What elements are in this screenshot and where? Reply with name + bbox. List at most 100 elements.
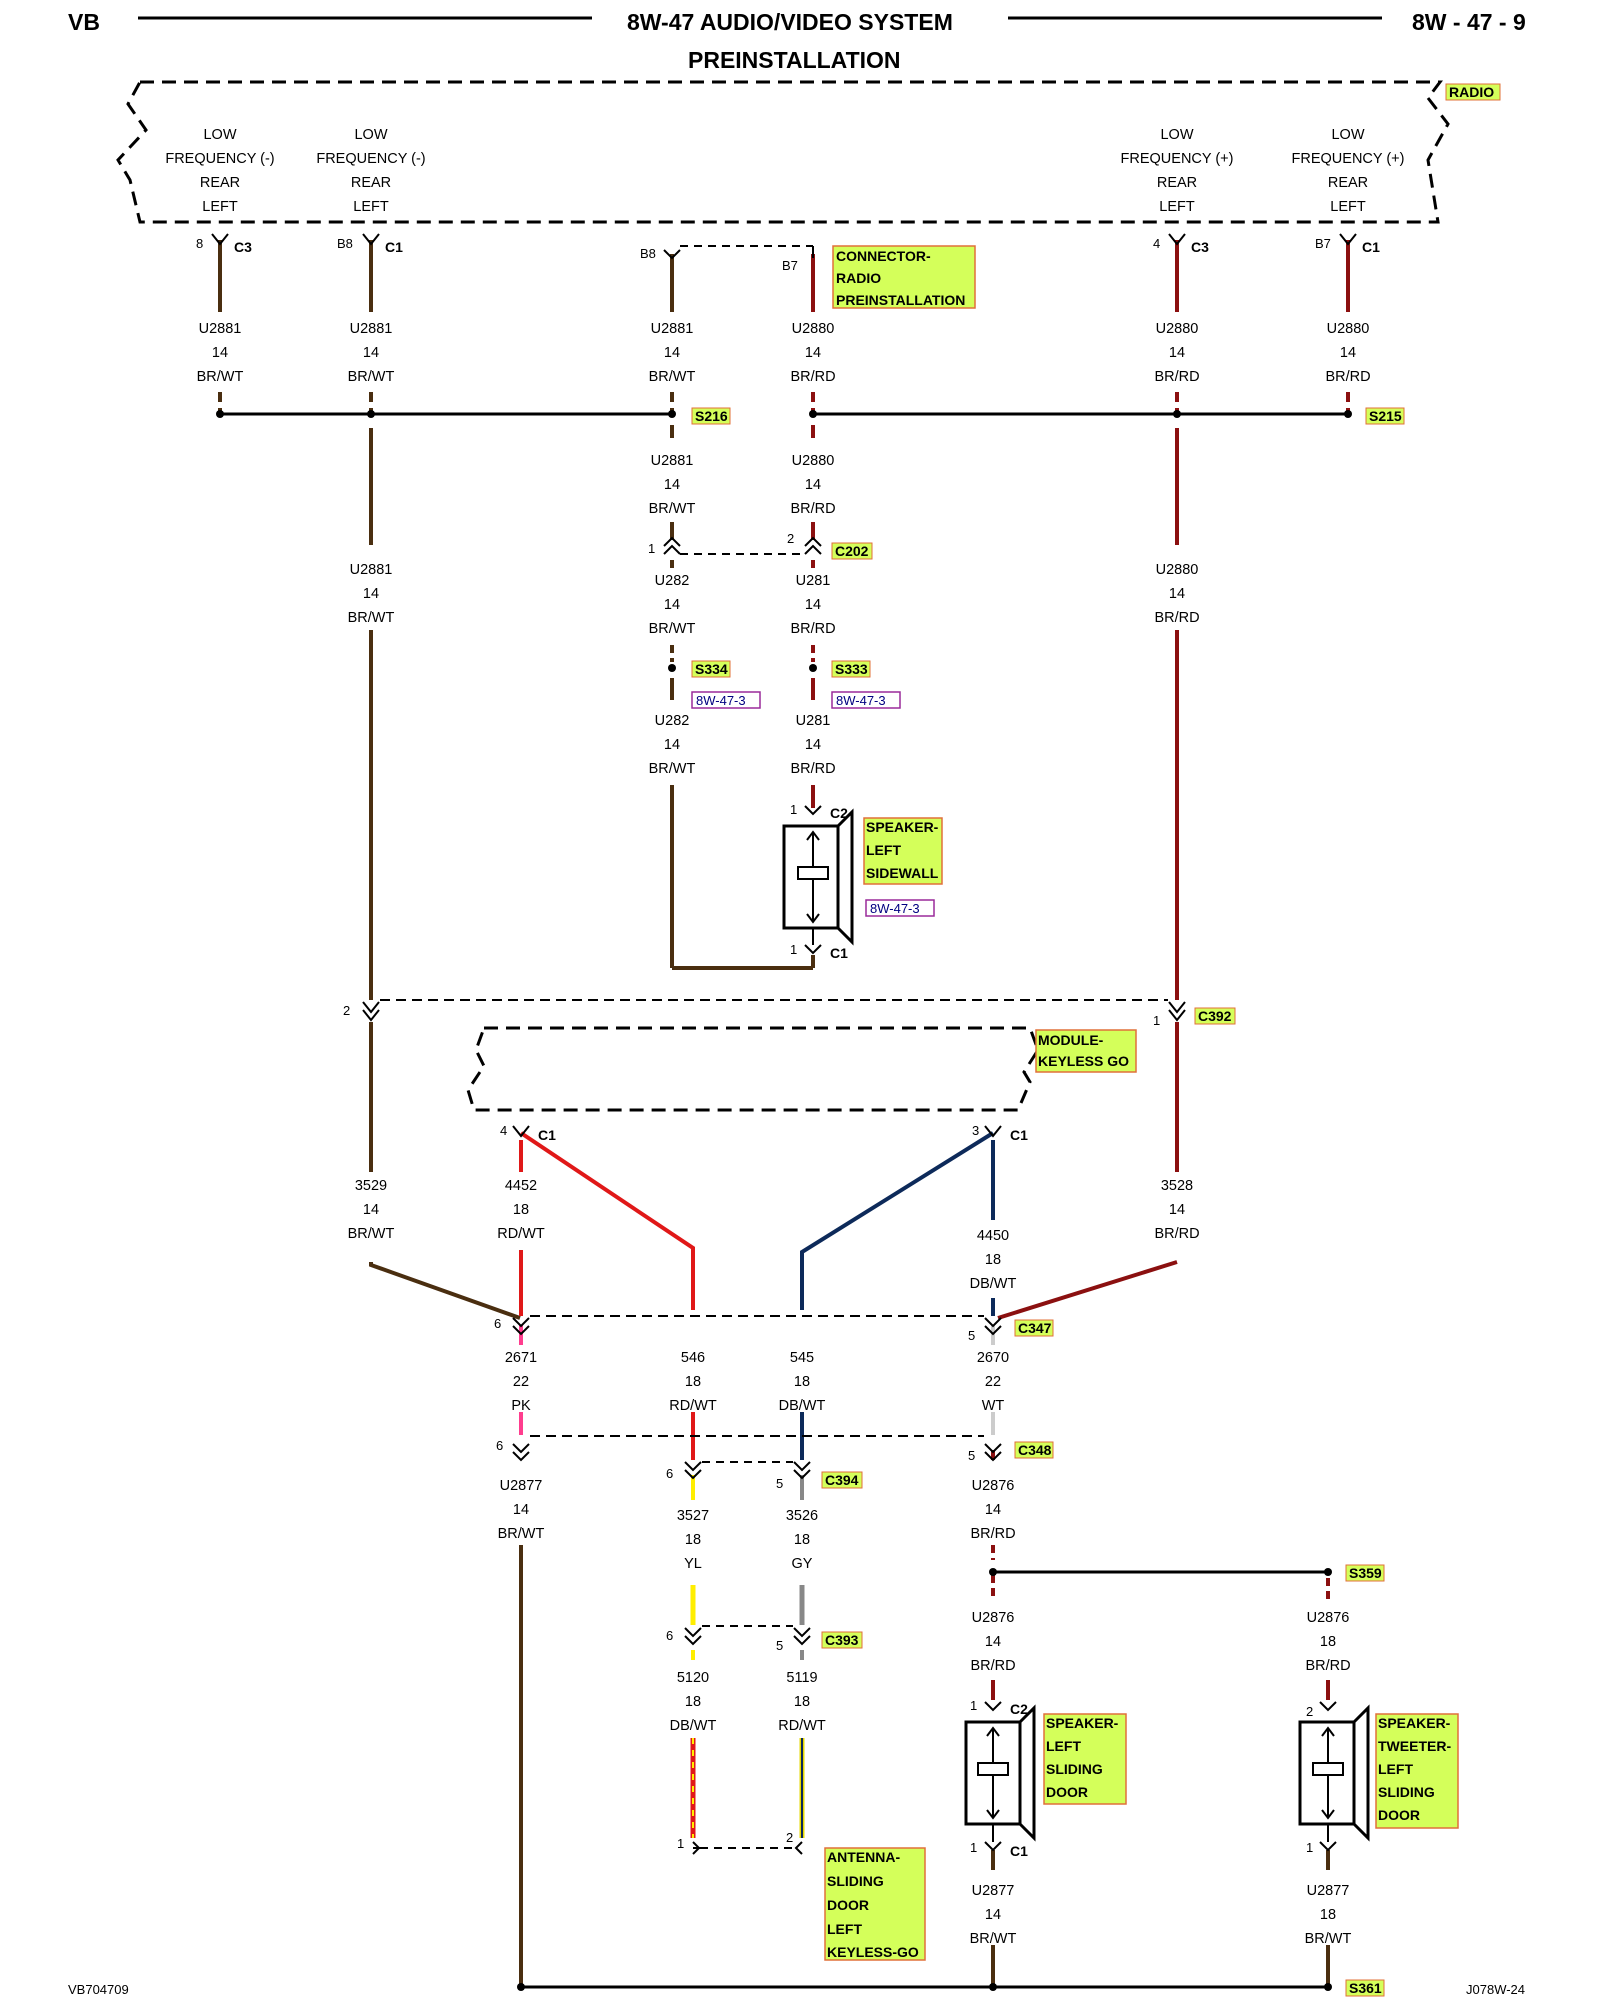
svg-text:C1: C1: [830, 945, 848, 961]
svg-text:SPEAKER-: SPEAKER-: [1378, 1715, 1451, 1731]
svg-text:C392: C392: [1198, 1008, 1232, 1024]
svg-text:C1: C1: [1010, 1843, 1028, 1859]
pin-5-c347: 5: [968, 1328, 975, 1343]
connector-c1-right: C1: [1362, 239, 1380, 255]
svg-text:U282: U282: [655, 573, 690, 589]
splice-s361: S361: [517, 1979, 1385, 1997]
svg-text:LEFT: LEFT: [827, 1921, 862, 1937]
svg-text:LEFT: LEFT: [1159, 199, 1195, 215]
splice-dot: [668, 410, 676, 418]
splice-dot: [809, 410, 817, 418]
svg-text:2671: 2671: [505, 1350, 537, 1366]
svg-text:MODULE-: MODULE-: [1038, 1032, 1104, 1048]
connector-c392: 2 1 C392: [343, 999, 1236, 1028]
svg-text:14: 14: [805, 345, 821, 361]
svg-text:C394: C394: [825, 1472, 859, 1488]
svg-text:BR/RD: BR/RD: [1154, 369, 1199, 385]
svg-text:PK: PK: [511, 1398, 531, 1414]
pin-b8-conn: B8: [640, 246, 656, 261]
svg-text:U282: U282: [655, 713, 690, 729]
svg-text:SLIDING: SLIDING: [1378, 1784, 1435, 1800]
svg-text:14: 14: [805, 477, 821, 493]
svg-text:KEYLESS GO: KEYLESS GO: [1038, 1053, 1129, 1069]
ref-link-3[interactable]: 8W-47-3: [870, 901, 920, 916]
svg-text:18: 18: [794, 1694, 810, 1710]
radio-pin-desc-1: LOW FREQUENCY (-) REAR LEFT: [165, 127, 274, 215]
pin-8: 8: [196, 236, 203, 251]
pin-5-c394: 5: [776, 1476, 783, 1491]
radio-label: RADIO: [1449, 84, 1494, 100]
svg-text:5119: 5119: [786, 1670, 817, 1686]
svg-text:CONNECTOR-: CONNECTOR-: [836, 248, 931, 264]
svg-text:C348: C348: [1018, 1442, 1052, 1458]
pin-6-c347: 6: [494, 1316, 501, 1331]
pin-2-antenna: 2: [786, 1830, 793, 1845]
svg-text:SLIDING: SLIDING: [1046, 1761, 1103, 1777]
svg-text:3528: 3528: [1161, 1178, 1193, 1194]
svg-text:18: 18: [794, 1532, 810, 1548]
connector-c393: 6 5 C393: [666, 1625, 863, 1653]
svg-text:14: 14: [363, 345, 379, 361]
svg-text:U2880: U2880: [1327, 321, 1370, 337]
svg-text:DOOR: DOOR: [827, 1897, 869, 1913]
svg-text:14: 14: [212, 345, 228, 361]
connector-c3-left: C3: [234, 239, 252, 255]
connector-c3-right: C3: [1191, 239, 1209, 255]
pin-6-c348: 6: [496, 1438, 503, 1453]
svg-text:U2881: U2881: [350, 562, 393, 578]
svg-text:LOW: LOW: [203, 127, 236, 143]
svg-text:14: 14: [985, 1634, 1001, 1650]
svg-text:ANTENNA-: ANTENNA-: [827, 1849, 900, 1865]
svg-text:14: 14: [805, 737, 821, 753]
svg-text:LEFT: LEFT: [866, 842, 901, 858]
svg-text:LEFT: LEFT: [1046, 1738, 1081, 1754]
pin-2-c202: 2: [787, 531, 794, 546]
svg-text:C202: C202: [835, 543, 869, 559]
svg-text:U281: U281: [796, 573, 831, 589]
connector-c394: 6 5 C394: [666, 1461, 863, 1491]
svg-text:18: 18: [685, 1374, 701, 1390]
svg-text:LEFT: LEFT: [1330, 199, 1366, 215]
radio-pin-descriptions: LOW FREQUENCY (-) REAR LEFT LOW FREQUENC…: [165, 127, 1404, 215]
splices-row-1: S216 S215: [216, 407, 1405, 425]
svg-text:C393: C393: [825, 1632, 859, 1648]
svg-text:LOW: LOW: [1160, 127, 1193, 143]
svg-text:RD/WT: RD/WT: [778, 1718, 826, 1734]
svg-text:18: 18: [685, 1694, 701, 1710]
pin-1-c392: 1: [1153, 1013, 1160, 1028]
radio-connectors: 8 C3 B8 C1 B8 B7 4 C3 B7 C1: [196, 233, 1380, 273]
svg-text:U2880: U2880: [1156, 562, 1199, 578]
svg-text:SIDEWALL: SIDEWALL: [866, 865, 939, 881]
svg-text:BR/WT: BR/WT: [348, 610, 395, 626]
svg-text:14: 14: [363, 586, 379, 602]
svg-text:14: 14: [513, 1502, 529, 1518]
svg-text:SLIDING: SLIDING: [827, 1873, 884, 1889]
svg-text:U281: U281: [796, 713, 831, 729]
connector-c348: 6 5 C348: [496, 1435, 1054, 1463]
connector-radio-preinstallation-label: CONNECTOR- RADIO PREINSTALLATION: [832, 245, 976, 309]
ref-link-1[interactable]: 8W-47-3: [696, 693, 746, 708]
ref-link-2[interactable]: 8W-47-3: [836, 693, 886, 708]
svg-text:14: 14: [664, 597, 680, 613]
page-header: VB 8W-47 AUDIO/VIDEO SYSTEM 8W - 47 - 9 …: [68, 9, 1526, 73]
splice-s216: S216: [695, 408, 728, 424]
footer-left: VB704709: [68, 1982, 129, 1997]
svg-text:YL: YL: [684, 1556, 702, 1572]
pin-1-antenna: 1: [677, 1836, 684, 1851]
svg-text:14: 14: [664, 737, 680, 753]
pin-b7-conn: B7: [782, 258, 798, 273]
svg-text:U2881: U2881: [350, 321, 393, 337]
svg-text:BR/WT: BR/WT: [498, 1526, 545, 1542]
svg-text:BR/WT: BR/WT: [348, 1226, 395, 1242]
